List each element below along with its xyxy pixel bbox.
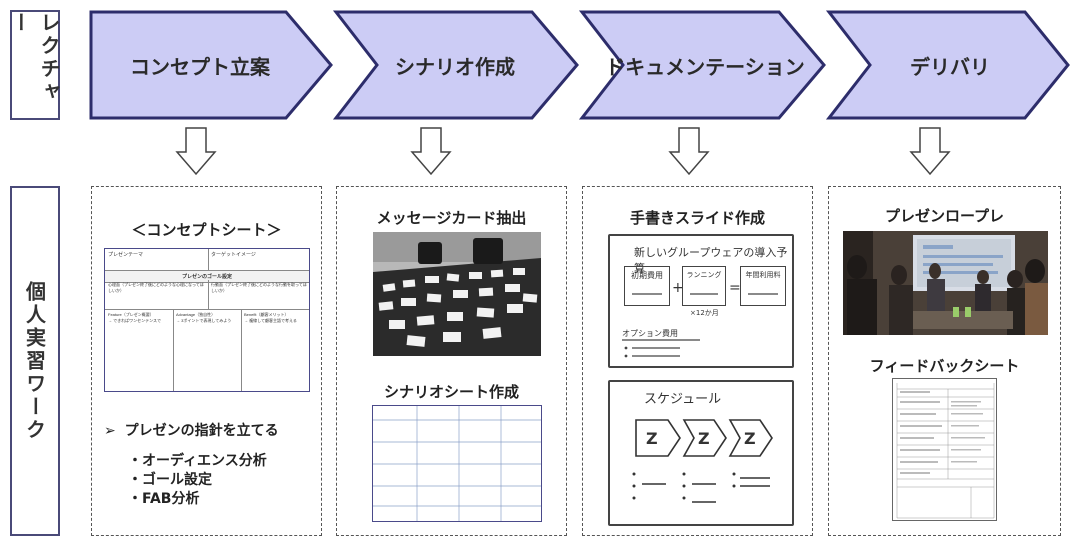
- message-card-title: メッセージカード抽出: [376, 209, 527, 227]
- process-flow-graphic: [89, 10, 1070, 176]
- down-arrow-1: [175, 127, 217, 176]
- bullet-arrow-icon: ➢: [104, 423, 116, 439]
- sheet-field-target: ターゲットイメージ: [211, 252, 256, 258]
- sub-item-fab: ・FAB分析: [128, 491, 200, 507]
- down-arrow-2: [410, 127, 452, 176]
- slide2-heading: スケジュール: [644, 392, 722, 407]
- slide1-plus: +: [672, 280, 684, 296]
- slide2-step-1: Z: [646, 429, 658, 448]
- stage-label-2: シナリオ作成: [395, 54, 515, 79]
- sheet-row-line: [105, 280, 309, 310]
- sheet-goal-action: 行動面（プレゼン終了後にどのような行動を取ってほしいか）: [211, 282, 307, 293]
- slide1-box-initial-label: 初期費用: [631, 271, 663, 280]
- slide1-heading: 新しいグループウェアの導入予算: [634, 246, 788, 275]
- sheet-divider: [241, 310, 242, 391]
- concept-sub-list: ・オーディエンス分析 ・ゴール設定 ・FAB分析: [128, 452, 267, 509]
- sub-item-goal: ・ゴール設定: [128, 472, 212, 488]
- slide1-box-running-label: ランニング: [686, 271, 722, 279]
- feedback-sheet-thumbnail: [892, 378, 997, 521]
- slide1-box-running: ランニング: [682, 266, 726, 306]
- slide1-equals: =: [729, 280, 741, 296]
- sub-item-audience: ・オーディエンス分析: [128, 453, 267, 469]
- stage-label-4: デリバリ: [910, 54, 990, 79]
- concept-sheet-thumbnail: プレゼンテーマ ターゲットイメージ プレゼンのゴール設定 心理面（プレゼン終了後…: [104, 248, 310, 392]
- stage-chevron-1: [89, 10, 333, 120]
- sheet-row-line: [105, 249, 309, 271]
- handwritten-slide-title: 手書きスライド作成: [629, 209, 765, 227]
- slide1-box-running-note: ×12か月: [690, 309, 719, 317]
- slide1-sketch-lines: [622, 293, 778, 358]
- sheet-field-theme: プレゼンテーマ: [108, 252, 144, 258]
- lecture-row-label: レクチャー: [8, 12, 61, 104]
- practice-row-label-box: 個人実習ワーク: [10, 186, 60, 536]
- concept-bullet: ➢ プレゼンの指針を立てる: [104, 420, 279, 440]
- sheet-divider: [173, 310, 174, 391]
- roleplay-photo: [843, 231, 1048, 335]
- handwritten-slide-budget: 新しいグループウェアの導入予算 初期費用 + ランニング ×12か月 = 年間利…: [608, 234, 794, 368]
- sheet-divider: [208, 249, 209, 271]
- lecture-row-label-box: レクチャー: [8, 10, 61, 120]
- stage-chevron-3: [578, 10, 826, 120]
- slide1-box-annual-label: 年間利用料: [745, 271, 781, 279]
- down-arrow-4: [909, 127, 951, 176]
- stage-label-3: ドキュメンテーション: [605, 54, 805, 79]
- sheet-goal-mind: 心理面（プレゼン終了後にどのような心理になってほしいか）: [108, 282, 204, 293]
- scenario-sheet-thumbnail: [372, 405, 542, 522]
- stage-chevron-4: [825, 10, 1070, 120]
- slide1-box-initial: 初期費用: [624, 266, 670, 306]
- sheet-col-feature: Feature（プレゼン概要） → できればワンセンテンスで: [108, 312, 162, 323]
- roleplay-title: プレゼンロープレ: [884, 207, 1005, 225]
- scenario-sheet-title: シナリオシート作成: [383, 383, 519, 401]
- sheet-col-benefit: Benefit（顧客メリット） → 複線して顧客主語で考える: [244, 312, 297, 323]
- stage-label-1: コンセプト立案: [130, 54, 270, 79]
- slide2-sketch: [632, 419, 773, 503]
- slide2-step-3: Z: [744, 429, 756, 448]
- down-arrow-3: [668, 127, 710, 176]
- concept-bullet-text: プレゼンの指針を立てる: [124, 423, 279, 439]
- concept-sheet-title: ＜コンセプトシート＞: [131, 221, 282, 239]
- slide1-box-annual: 年間利用料: [740, 266, 786, 306]
- slide2-step-2: Z: [698, 429, 710, 448]
- practice-row-label: 個人実習ワーク: [22, 280, 47, 442]
- message-card-photo: [373, 232, 541, 356]
- stage-chevron-2: [332, 10, 579, 120]
- sheet-goal-header: プレゼンのゴール設定: [105, 271, 309, 283]
- slide1-options: オプション費用: [622, 329, 678, 338]
- sheet-divider: [208, 280, 209, 310]
- handwritten-slide-schedule: スケジュール Z Z Z: [608, 380, 794, 526]
- sheet-col-advantage: Advantage（独自性） → 3ポイントで表現してみよう: [176, 312, 232, 323]
- feedback-sheet-title: フィードバックシート: [869, 357, 1020, 375]
